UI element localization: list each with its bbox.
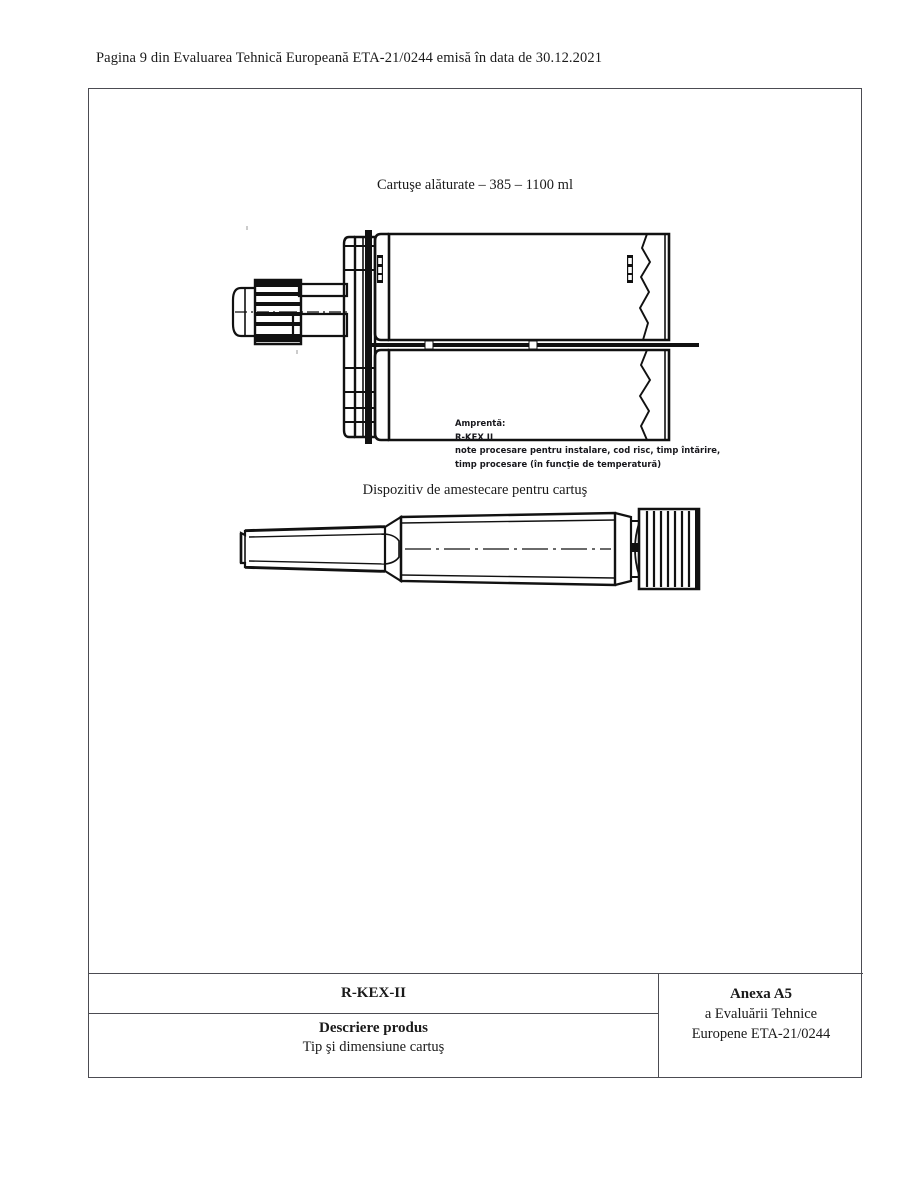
footer-description-subtitle: Tip şi dimensiune cartuş <box>302 1039 445 1055</box>
cartridge-drawing <box>229 222 729 452</box>
cartridge-figure-caption: Cartuşe alăturate – 385 – 1100 ml <box>377 177 573 193</box>
footer-description-title: Descriere produs <box>318 1020 428 1036</box>
footer-description-cell: Descriere produs Tip şi dimensiune cartu… <box>89 1014 658 1078</box>
imprint-line-2: R-KEX II <box>455 431 494 442</box>
cartridge-imprint-label: Amprentă: R-KEX II note procesare pentru… <box>455 417 720 471</box>
imprint-line-1: Amprentă: <box>455 418 506 428</box>
cartridge-drawing-svg <box>231 226 699 444</box>
footer-left-cell: R-KEX-II Descriere produs Tip şi dimensi… <box>89 973 659 1077</box>
mixer-figure-caption: Dispozitiv de amestecare pentru cartuş <box>362 482 588 498</box>
footer-annex-line-2: Europene ETA-21/0244 <box>691 1025 831 1042</box>
mixer-drawing-svg <box>239 507 701 591</box>
annex-footer-table: R-KEX-II Descriere produs Tip şi dimensi… <box>89 973 863 1077</box>
page-header-line: Pagina 9 din Evaluarea Tehnică Europeană… <box>96 50 603 66</box>
annex-frame: Cartuşe alăturate – 385 – 1100 ml <box>88 88 863 1078</box>
imprint-line-4: timp procesare (în funcţie de temperatur… <box>455 458 662 469</box>
footer-product-code: R-KEX-II <box>340 985 406 1001</box>
mixer-drawing <box>235 503 705 598</box>
footer-annex-cell: Anexa A5 a Evaluării Tehnice Europene ET… <box>659 973 863 1077</box>
footer-annex-title: Anexa A5 <box>729 986 793 1002</box>
footer-annex-line-1: a Evaluării Tehnice <box>704 1006 818 1022</box>
imprint-line-3: note procesare pentru instalare, cod ris… <box>455 445 721 456</box>
footer-product-code-cell: R-KEX-II <box>89 974 658 1014</box>
